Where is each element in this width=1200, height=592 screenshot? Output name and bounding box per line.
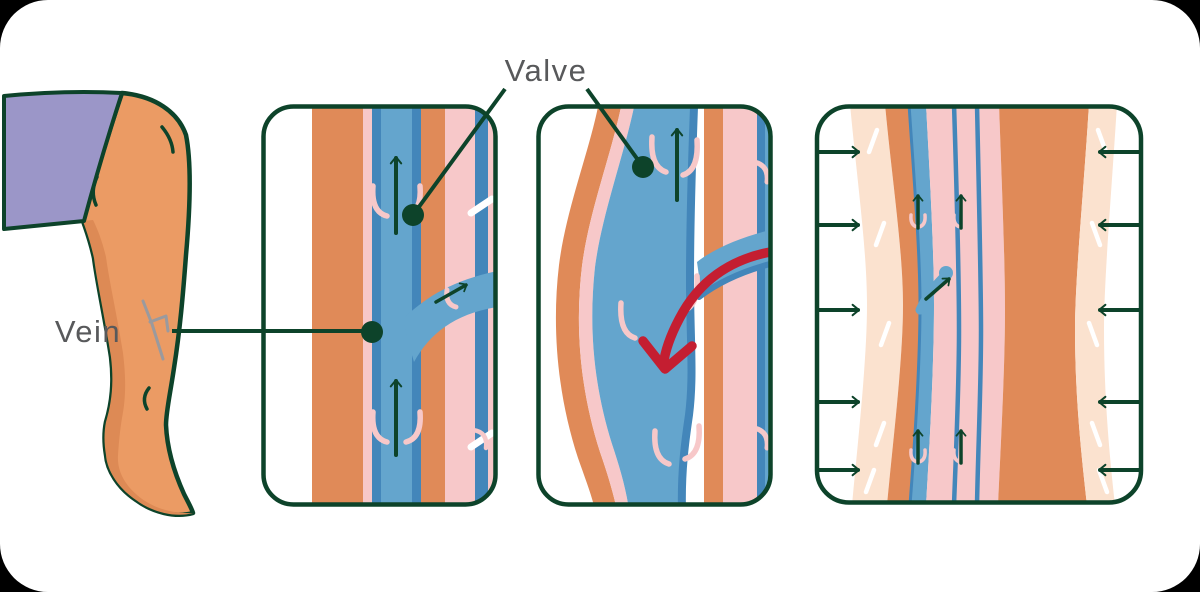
lining-pink-band (926, 106, 1005, 503)
tissue-left (885, 106, 920, 503)
vein-pointer-dot (361, 321, 383, 343)
vein-mark-on-leg (141, 299, 170, 361)
valve-pointer-dot-left (402, 204, 424, 226)
valve-pointer-dot-right (632, 156, 654, 178)
panel-compressed-vein (814, 104, 1144, 505)
valve-leader-line-left (411, 87, 507, 217)
panel-compressed-vein-content (850, 106, 1117, 503)
panel-normal-vein (261, 104, 498, 507)
small-branch-vein-end (939, 266, 953, 280)
annotations: Vein Valve (55, 53, 654, 349)
bulging-wall-orange (555, 107, 621, 505)
branch-vein (404, 271, 496, 362)
flow-up-arrows (912, 194, 967, 465)
blood-flow-up-arrows (389, 156, 468, 457)
dilated-vein-lumen (592, 107, 694, 505)
reflux-arrow (638, 246, 771, 374)
panel-normal-vein-border (261, 104, 498, 507)
leg-detail-lines (91, 125, 175, 411)
panel-compressed-vein-border (814, 104, 1144, 505)
vein-label: Vein (55, 314, 121, 349)
panel-normal-vein-content (312, 106, 496, 505)
shorts (2, 90, 124, 231)
thin-compressed-veins (951, 106, 984, 503)
lumen-right-wall (677, 106, 698, 505)
panel-varicose-vein-content (555, 106, 771, 505)
tissue-layers-right (704, 106, 771, 505)
leg-illustration (2, 90, 196, 518)
bulging-lining-pink (578, 107, 634, 505)
valve-leader-line-right (585, 87, 645, 169)
tiny-valve-flaps (909, 213, 970, 464)
side-vein-valve-flap (470, 427, 489, 451)
tissue-center (998, 106, 1089, 503)
valve-label: Valve (505, 53, 588, 88)
compression-arrows (816, 145, 1142, 477)
leg-shading (83, 220, 193, 515)
panel-varicose-vein (536, 104, 773, 507)
panel-varicose-vein-border (536, 104, 773, 507)
failing-valve-flaps (618, 134, 770, 467)
branch-vein-edge (696, 260, 771, 300)
bandage-layer-left (850, 106, 903, 503)
bandage-layer-right (1075, 106, 1117, 503)
